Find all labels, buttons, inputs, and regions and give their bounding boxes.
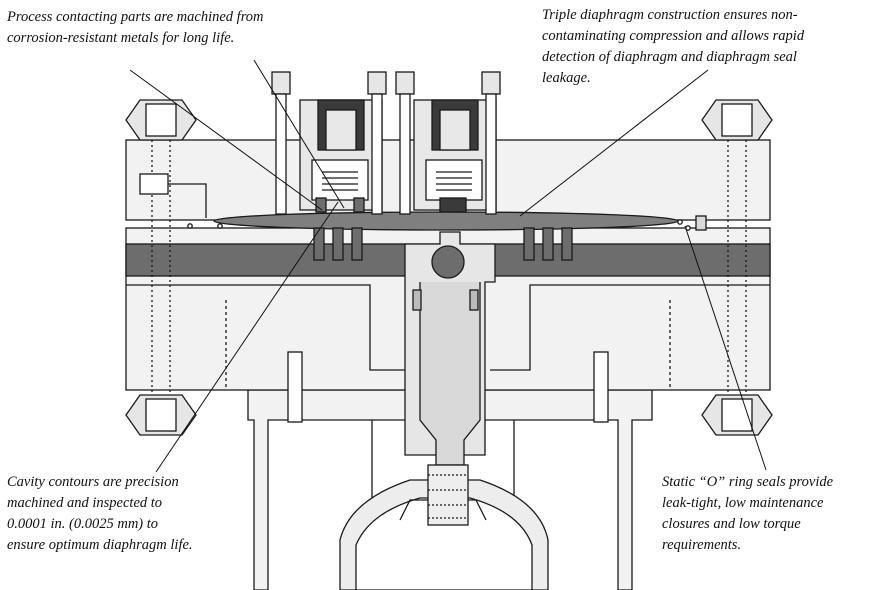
callout-line: ensure optimum diaphragm life. xyxy=(7,537,193,553)
callout-process-contacting-parts: Process contacting parts are machined fr… xyxy=(7,7,264,49)
valve-right xyxy=(413,99,497,213)
callout-line: Triple diaphragm construction ensures no… xyxy=(542,7,798,23)
o-ring-seals xyxy=(187,215,707,231)
callout-line: corrosion-resistant metals for long life… xyxy=(7,30,235,46)
leak-detection-port xyxy=(139,173,207,218)
valve-left xyxy=(299,99,383,213)
fluid-passages xyxy=(313,227,573,261)
hex-nut-top-left xyxy=(125,99,197,141)
callout-line: requirements. xyxy=(662,537,742,553)
diaphragm xyxy=(213,211,679,231)
hex-nut-top-right xyxy=(701,99,773,141)
hex-nut-bottom-right xyxy=(701,394,773,436)
callout-line: detection of diaphragm and diaphragm sea… xyxy=(542,49,797,65)
callout-line: leakage. xyxy=(542,70,591,86)
leader-lines xyxy=(129,59,767,473)
callout-line: closures and low torque xyxy=(662,516,801,532)
callout-triple-diaphragm: Triple diaphragm construction ensures no… xyxy=(542,5,804,89)
callout-o-ring-seals: Static “O” ring seals provide leak-tight… xyxy=(662,472,833,556)
center-valve-bore xyxy=(404,231,496,526)
callout-line: Process contacting parts are machined fr… xyxy=(7,9,264,25)
callout-line: Cavity contours are precision xyxy=(7,474,179,490)
callout-cavity-contours: Cavity contours are precision machined a… xyxy=(7,472,193,556)
callout-line: Static “O” ring seals provide xyxy=(662,474,834,490)
cap-screws xyxy=(271,71,609,423)
callout-line: machined and inspected to xyxy=(7,495,163,511)
hex-nut-bottom-left xyxy=(125,394,197,436)
callout-line: contaminating compression and allows rap… xyxy=(542,28,805,44)
callout-line: 0.0001 in. (0.0025 mm) to xyxy=(7,516,159,532)
callout-line: leak-tight, low maintenance xyxy=(662,495,824,511)
